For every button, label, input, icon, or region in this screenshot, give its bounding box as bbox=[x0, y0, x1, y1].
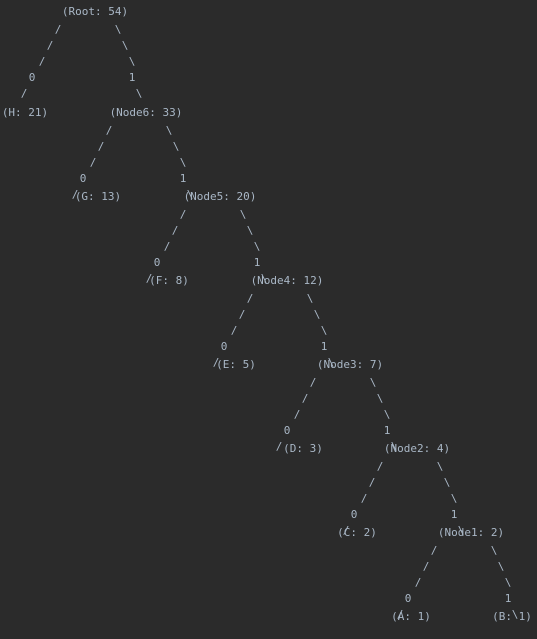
tree-node-c: (C: 2) bbox=[337, 526, 377, 539]
tree-node-a: (A: 1) bbox=[391, 610, 431, 623]
edge-root-h-slash: / bbox=[47, 39, 54, 52]
tree-node-node6: (Node6: 33) bbox=[110, 106, 183, 119]
tree-node-root: (Root: 54) bbox=[62, 5, 128, 18]
edge-node1-b-slash: \ bbox=[491, 544, 498, 557]
edge-bit-label: 0 bbox=[405, 592, 412, 605]
edge-bit-label: 1 bbox=[321, 340, 328, 353]
edge-bit-label: 1 bbox=[451, 508, 458, 521]
edge-node5-f-slash: / bbox=[172, 224, 179, 237]
edge-bit-label: 0 bbox=[80, 172, 87, 185]
tree-node-d: (D: 3) bbox=[283, 442, 323, 455]
edge-node3-d-slash: / bbox=[294, 408, 301, 421]
edge-node6-g-slash: / bbox=[106, 124, 113, 137]
edge-node1-a-slash: / bbox=[431, 544, 438, 557]
edge-node4-node3-slash: \ bbox=[321, 324, 328, 337]
edge-node2-c-slash: / bbox=[369, 476, 376, 489]
edge-node3-node2-slash: \ bbox=[370, 376, 377, 389]
tree-node-h: (H: 21) bbox=[2, 106, 48, 119]
edge-bit-label: 0 bbox=[29, 71, 36, 84]
edge-node6-node5-slash: \ bbox=[187, 188, 194, 201]
edge-node5-f-slash: / bbox=[180, 208, 187, 221]
edge-node2-c-slash: / bbox=[377, 460, 384, 473]
edge-node5-node4-slash: \ bbox=[254, 240, 261, 253]
edge-bit-label: 0 bbox=[154, 256, 161, 269]
tree-node-node1: (Node1: 2) bbox=[438, 526, 504, 539]
edge-node6-node5-slash: \ bbox=[173, 140, 180, 153]
edge-root-node6-slash: \ bbox=[122, 39, 129, 52]
edge-node1-b-slash: \ bbox=[498, 560, 505, 573]
edge-node3-node2-slash: \ bbox=[391, 440, 398, 453]
edge-root-node6-slash: \ bbox=[115, 23, 122, 36]
edge-node3-d-slash: / bbox=[276, 440, 283, 453]
tree-node-node2: (Node2: 4) bbox=[384, 442, 450, 455]
edge-bit-label: 1 bbox=[505, 592, 512, 605]
edge-node4-node3-slash: \ bbox=[314, 308, 321, 321]
edge-node2-node1-slash: \ bbox=[451, 492, 458, 505]
edge-node5-node4-slash: \ bbox=[247, 224, 254, 237]
edge-node4-e-slash: / bbox=[231, 324, 238, 337]
edge-node1-a-slash: / bbox=[397, 608, 404, 621]
edge-node2-node1-slash: \ bbox=[444, 476, 451, 489]
edge-root-h-slash: / bbox=[21, 87, 28, 100]
edge-node6-g-slash: / bbox=[90, 156, 97, 169]
edge-node4-e-slash: / bbox=[247, 292, 254, 305]
tree-node-g: (G: 13) bbox=[75, 190, 121, 203]
tree-node-b: (B: 1) bbox=[492, 610, 532, 623]
edge-bit-label: 1 bbox=[129, 71, 136, 84]
edge-node5-node4-slash: \ bbox=[240, 208, 247, 221]
edge-node1-b-slash: \ bbox=[512, 608, 519, 621]
edge-node3-d-slash: / bbox=[310, 376, 317, 389]
tree-node-node4: (Node4: 12) bbox=[251, 274, 324, 287]
edge-root-h-slash: / bbox=[55, 23, 62, 36]
edge-node4-e-slash: / bbox=[213, 356, 220, 369]
tree-node-f: (F: 8) bbox=[149, 274, 189, 287]
edge-node4-node3-slash: \ bbox=[328, 356, 335, 369]
edge-node3-node2-slash: \ bbox=[384, 408, 391, 421]
edge-node6-node5-slash: \ bbox=[180, 156, 187, 169]
tree-node-e: (E: 5) bbox=[216, 358, 256, 371]
edge-bit-label: 1 bbox=[254, 256, 261, 269]
tree-node-node3: (Node3: 7) bbox=[317, 358, 383, 371]
edge-node5-f-slash: / bbox=[164, 240, 171, 253]
edge-node2-c-slash: / bbox=[361, 492, 368, 505]
edge-node5-node4-slash: \ bbox=[261, 272, 268, 285]
edge-node6-g-slash: / bbox=[98, 140, 105, 153]
edge-node6-node5-slash: \ bbox=[166, 124, 173, 137]
tree-node-node5: (Node5: 20) bbox=[184, 190, 257, 203]
edge-node6-g-slash: / bbox=[72, 188, 79, 201]
edge-node1-a-slash: / bbox=[423, 560, 430, 573]
edge-node3-node2-slash: \ bbox=[377, 392, 384, 405]
edge-node3-d-slash: / bbox=[302, 392, 309, 405]
edge-root-node6-slash: \ bbox=[129, 55, 136, 68]
edge-node4-e-slash: / bbox=[239, 308, 246, 321]
edge-node1-b-slash: \ bbox=[505, 576, 512, 589]
edge-node2-node1-slash: \ bbox=[437, 460, 444, 473]
edge-node2-node1-slash: \ bbox=[458, 524, 465, 537]
edge-node5-f-slash: / bbox=[146, 272, 153, 285]
edge-bit-label: 0 bbox=[221, 340, 228, 353]
edge-node4-node3-slash: \ bbox=[307, 292, 314, 305]
edge-root-h-slash: / bbox=[39, 55, 46, 68]
edge-node2-c-slash: / bbox=[343, 524, 350, 537]
edge-bit-label: 0 bbox=[351, 508, 358, 521]
edge-bit-label: 0 bbox=[284, 424, 291, 437]
edge-bit-label: 1 bbox=[384, 424, 391, 437]
edge-bit-label: 1 bbox=[180, 172, 187, 185]
edge-node1-a-slash: / bbox=[415, 576, 422, 589]
edge-root-node6-slash: \ bbox=[136, 87, 143, 100]
